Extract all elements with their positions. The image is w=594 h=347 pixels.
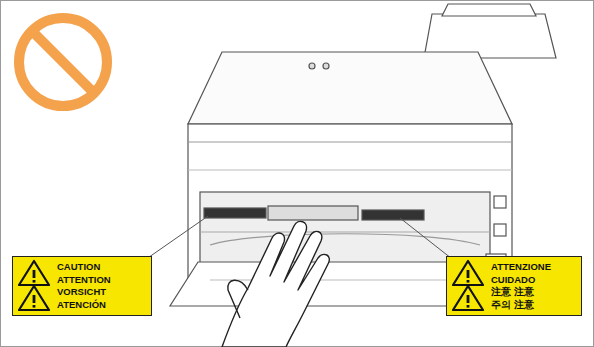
warning-text: ATTENZIONE (491, 261, 575, 274)
warning-triangles (452, 257, 486, 314)
warning-text: ATENCIÓN (57, 299, 145, 312)
exclamation-mark (33, 270, 36, 278)
exclamation-mark (33, 295, 36, 303)
exclamation-dot (467, 305, 470, 308)
warning-triangle (19, 261, 49, 285)
caution-label: ATTENZIONECUIDADO注意 注意주의 注意 (446, 256, 582, 316)
warning-triangles (18, 257, 52, 314)
exclamation-dot (33, 280, 36, 283)
warning-text: 注意 注意 (491, 286, 575, 299)
warning-text: ATTENTION (57, 274, 145, 287)
exclamation-mark (467, 270, 470, 278)
warning-text: 주의 注意 (491, 299, 575, 312)
exclamation-dot (467, 280, 470, 283)
exclamation-mark (467, 295, 470, 303)
exclamation-dot (33, 305, 36, 308)
paper-support (424, 4, 556, 58)
warning-text: CUIDADO (491, 274, 575, 287)
warning-triangle (453, 286, 483, 310)
printer-body (170, 52, 520, 306)
warning-text: CAUTION (57, 261, 145, 274)
caution-label: CAUTIONATTENTIONVORSICHTATENCIÓN (12, 256, 152, 316)
warning-triangle (19, 286, 49, 310)
prohibition-symbol (19, 18, 107, 106)
warning-triangle (453, 261, 483, 285)
warning-text: VORSICHT (57, 286, 145, 299)
hand (222, 221, 329, 347)
